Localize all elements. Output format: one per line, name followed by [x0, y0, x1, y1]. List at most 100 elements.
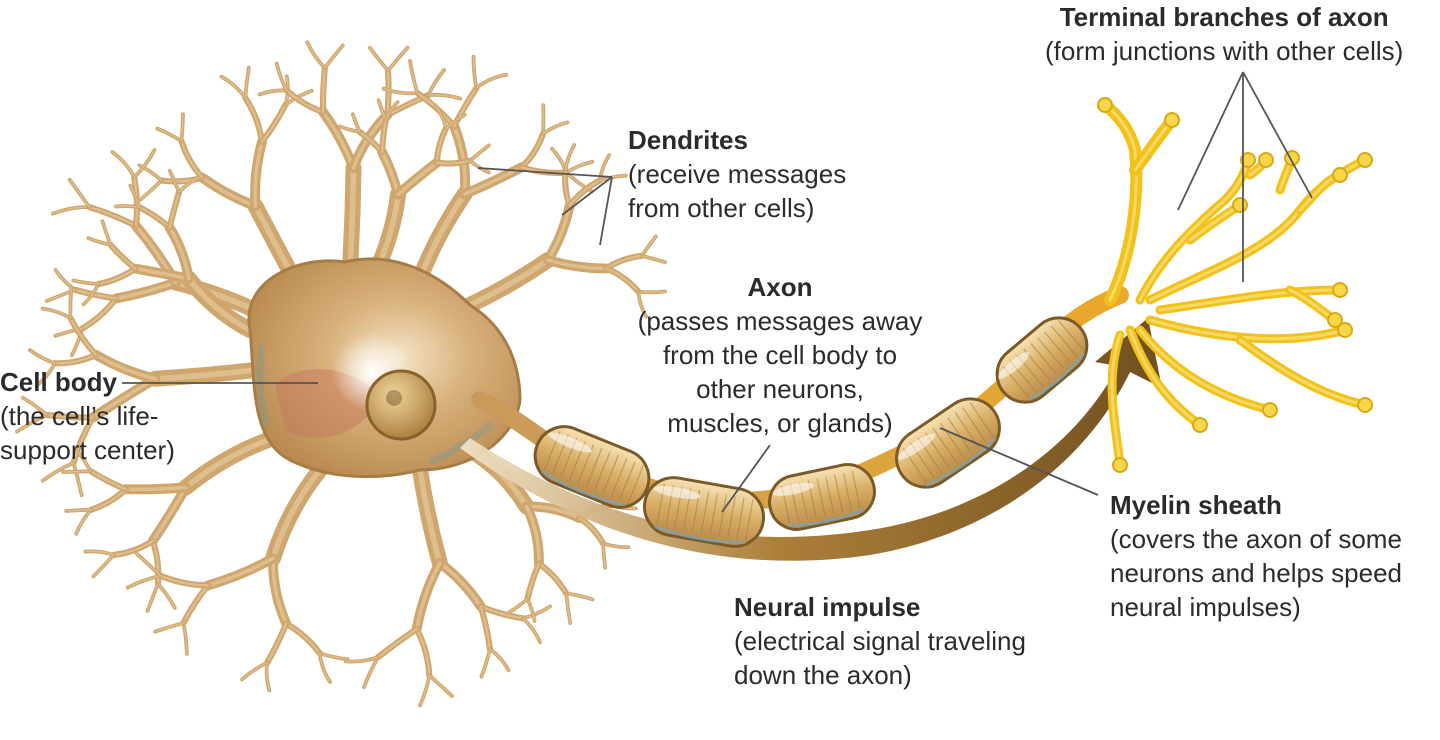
terminal-knob — [1258, 152, 1274, 168]
terminal-knob — [1332, 282, 1348, 298]
leader-terminal-1 — [1177, 71, 1244, 211]
leader-lines — [122, 71, 1313, 513]
dendrite-highlight — [285, 89, 325, 114]
dendrite-highlight — [387, 46, 409, 72]
dendrite-highlight — [345, 656, 379, 663]
dendrite-highlight — [72, 279, 100, 285]
dendrite-highlight — [321, 66, 326, 114]
nucleus-shape — [365, 369, 437, 441]
dendrite-highlight — [396, 160, 439, 197]
dendrite-branch — [88, 486, 129, 513]
dendrite-highlight — [112, 539, 154, 557]
myelin-segment-stripe — [585, 448, 603, 488]
dendrite-highlight — [565, 592, 571, 624]
dendrite-highlight — [507, 598, 529, 614]
dendrite-highlight — [69, 286, 72, 319]
terminal-title: Terminal branches of axon — [1059, 2, 1389, 32]
dendrite-highlight — [92, 554, 115, 577]
dendrite-highlight — [565, 592, 594, 601]
dendrite-branch — [518, 130, 547, 171]
dendrites-title: Dendrites — [628, 125, 748, 155]
dendrite-highlight — [151, 539, 160, 585]
dendrite-highlight — [244, 67, 250, 99]
dendrite-highlight — [180, 140, 204, 179]
dendrite-highlight — [522, 617, 541, 643]
dendrite-highlight — [347, 165, 357, 271]
dendrite-highlight — [276, 62, 288, 92]
dendrite-highlight — [241, 662, 268, 681]
dendrite-highlight — [472, 55, 478, 89]
dendrite-highlight — [386, 69, 390, 116]
dendrite-highlight — [65, 508, 92, 512]
dendrite-highlight — [114, 280, 178, 301]
dendrite-highlight — [133, 149, 156, 178]
terminal-branch-highlight — [1158, 288, 1342, 312]
terminal-branch — [1235, 335, 1370, 410]
dendrite-highlight — [135, 552, 162, 577]
myelin-segment-stripe — [700, 491, 710, 533]
myelin-segment-stripe — [736, 497, 745, 540]
dendrite-highlight — [385, 101, 399, 122]
dendrite-branch — [242, 94, 266, 146]
dendrite-highlight — [427, 94, 462, 100]
leader-dendrites-2 — [561, 176, 613, 216]
dendrite-highlight — [94, 353, 158, 381]
dendrite-highlight — [178, 176, 200, 193]
dendrite-highlight — [109, 243, 137, 270]
dendrite-highlight — [564, 144, 575, 171]
dendrite-highlight — [428, 674, 453, 697]
myelin-segment-edge — [540, 470, 626, 507]
dendrite-highlight — [270, 467, 323, 562]
dendrite-highlight — [542, 121, 569, 135]
dendrite-highlight — [72, 462, 83, 496]
dendrite-highlight — [637, 290, 666, 293]
myelin-segment-edge — [654, 525, 746, 545]
dendrite-highlight — [157, 583, 176, 609]
dendrite-highlight — [318, 652, 331, 683]
dendrite-highlight — [206, 556, 275, 588]
terminal-knob — [1337, 322, 1353, 338]
dendrite-highlight — [415, 627, 431, 677]
myelin-segment-shine — [998, 351, 1030, 379]
myelin-segment-stripe — [593, 451, 611, 491]
dendrite-highlight — [41, 307, 72, 319]
terminal-branches-shape — [1097, 97, 1373, 473]
dendrite-highlight — [72, 416, 94, 464]
dendrite-highlight — [414, 561, 442, 631]
myelin-segment-stripe — [851, 471, 861, 509]
dendrite-highlight — [377, 191, 401, 265]
dendrite-highlight — [526, 562, 541, 601]
dendrite-highlight — [382, 87, 418, 94]
impulse-title: Neural impulse — [734, 592, 921, 622]
myelin-segment — [533, 425, 651, 509]
dendrite-branch — [521, 616, 542, 645]
dendrite-highlight — [352, 113, 361, 133]
dendrite-branch — [488, 647, 511, 673]
dendrite-highlight — [53, 353, 98, 365]
myelin-desc-line: (covers the axon of some — [1110, 524, 1402, 554]
dendrite-highlight — [16, 414, 48, 433]
dendrite-highlight — [159, 574, 210, 587]
dendrite-highlight — [369, 47, 389, 72]
dendrite-highlight — [453, 86, 478, 128]
dendrite-highlight — [381, 119, 387, 154]
dendrite-branch — [305, 40, 327, 70]
dendrite-highlight — [126, 575, 162, 589]
dendrite-highlight — [419, 674, 430, 707]
dendrite-highlight — [546, 258, 609, 271]
terminal-knob — [1327, 312, 1343, 328]
myelin-segment-stripe — [1044, 331, 1071, 363]
dendrite-highlight — [182, 622, 188, 655]
myelin-segment-stripe — [1037, 337, 1064, 369]
myelin-segment-edge — [925, 437, 997, 487]
myelin-desc-line: neural impulses) — [1110, 592, 1301, 622]
dendrite-highlight — [69, 317, 98, 356]
terminal-branch-highlight — [1110, 333, 1122, 467]
myelin-segment-shine — [653, 486, 701, 499]
myelin-segment-stripe — [610, 458, 628, 498]
terminal-knob — [1232, 197, 1248, 213]
dendrite-branch — [603, 252, 645, 272]
myelin-sheath-shape — [533, 316, 1089, 548]
dendrite-highlight — [97, 267, 137, 286]
